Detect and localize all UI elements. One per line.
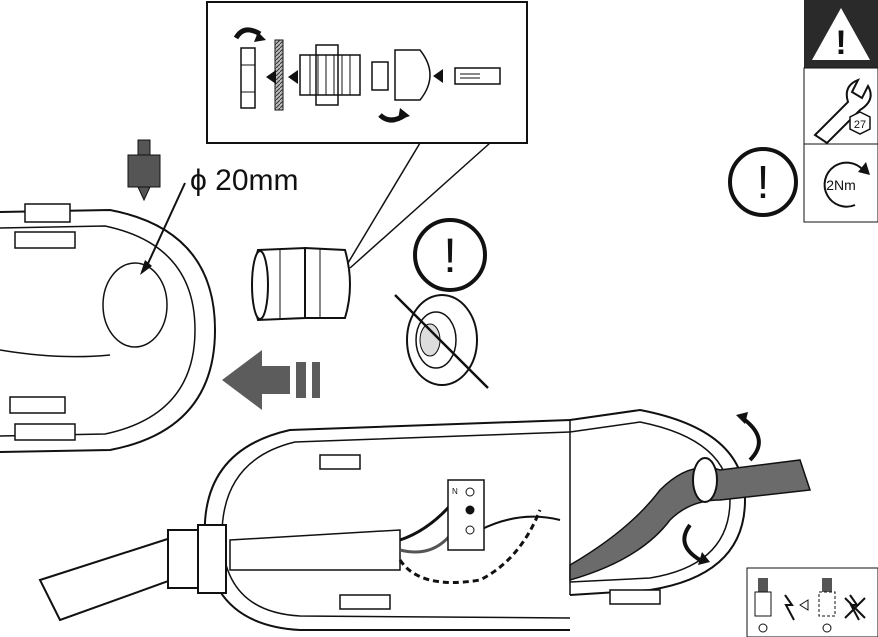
supply-cable (38, 533, 187, 622)
rotate-arrow-icon (682, 523, 702, 562)
caution-circle-icon: ! (757, 156, 770, 208)
gland-nut-part (233, 27, 266, 109)
cable-end-part (454, 67, 501, 85)
torque-icon (823, 161, 864, 208)
push-arrow-icon (222, 350, 320, 410)
clip (24, 203, 71, 223)
exploded-gland-inset (206, 1, 528, 144)
wrench-size-label: 27 (854, 119, 866, 131)
drill-bit-icon (127, 139, 161, 202)
seal-insert-part (371, 61, 389, 91)
fitted-gland (167, 529, 199, 589)
leader-line (344, 142, 421, 269)
cable-gland-icon (251, 246, 351, 322)
warning-triangle-panel: ! (804, 0, 878, 68)
cable-through (569, 459, 812, 581)
left-arrow-icon (266, 70, 276, 84)
wrench-panel: 27 (803, 67, 878, 145)
seal-ring-icon (394, 294, 489, 389)
leader-line (349, 142, 491, 269)
caution-mark: ! (443, 230, 456, 283)
mounting-hole (102, 262, 168, 348)
gland-cap-part (378, 49, 431, 123)
clip (14, 423, 76, 441)
left-arrow-icon (288, 70, 298, 84)
caution-circle-icon (413, 218, 487, 292)
luminaire-end-left (0, 203, 217, 453)
torque-panel: 2Nm (803, 143, 878, 223)
washer-part (274, 39, 284, 111)
wrench-icon (813, 78, 872, 145)
threaded-body-part (299, 44, 361, 106)
clip (14, 231, 76, 249)
diameter-pointer (144, 182, 186, 271)
terminal-label: N (452, 487, 458, 496)
rotate-arrow-icon (743, 418, 761, 462)
luminaire-tighten-assembly (569, 408, 812, 605)
caution-circle-large: ! (728, 147, 798, 217)
torque-value-label: 2Nm (826, 177, 856, 193)
hole-diameter-label: ϕ 20mm (190, 164, 299, 197)
power-symbols-panel (746, 567, 878, 637)
clip (9, 396, 66, 414)
warning-triangle-icon: ! (835, 24, 846, 62)
luminaire-wired-assembly: N (38, 419, 571, 631)
left-arrow-icon (433, 69, 443, 83)
no-power-icon (818, 578, 866, 633)
drill-icon (754, 578, 795, 633)
